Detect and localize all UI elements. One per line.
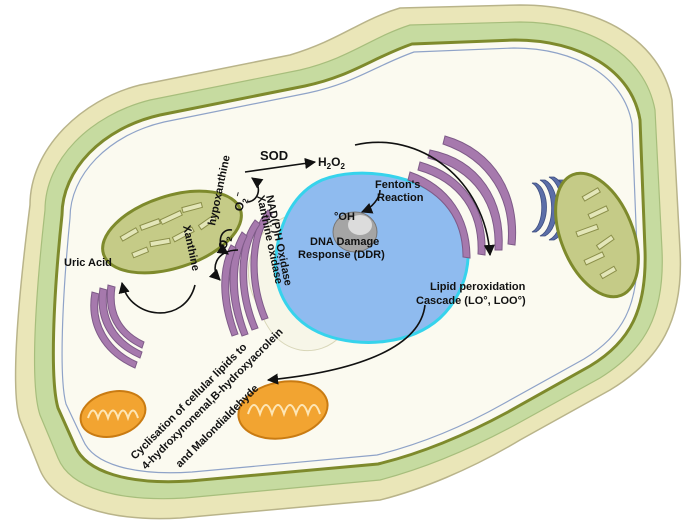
endoplasmic-reticulum-lower-left <box>90 284 145 369</box>
chloroplast-right <box>554 171 640 299</box>
mitochondrion-left <box>79 390 147 438</box>
sod-label: SOD <box>260 148 288 163</box>
lipid-label-line1: Lipid peroxidation <box>430 281 526 293</box>
chloroplast-left <box>101 189 243 275</box>
arrow-xanthine-to-uric-acid <box>118 281 196 314</box>
arrow-lipid-to-cyclisation <box>266 304 426 385</box>
endoplasmic-reticulum-left <box>221 209 273 337</box>
plasma-membrane-inner <box>61 47 638 474</box>
fenton-label-line2: Reaction <box>377 192 424 204</box>
arrow-o2-loop <box>216 229 233 255</box>
ddr-label-line1: DNA Damage <box>310 236 379 248</box>
hydroxyl-label: °OH <box>334 211 355 223</box>
fenton-label-line1: Fenton's <box>375 179 420 191</box>
h2o2-label: H2O2 <box>318 155 345 171</box>
ddr-label-line2: Response (DDR) <box>298 249 385 261</box>
arrow-o2-to-sod <box>244 157 317 173</box>
arrow-o2-cycle-left <box>208 249 239 281</box>
lipid-label-line2: Cascade (LO°, LOO°) <box>416 295 526 307</box>
superoxide-label: O2− <box>229 190 251 213</box>
arrow-fenton-to-oh <box>360 189 381 214</box>
uric-acid-label: Uric Acid <box>64 257 112 269</box>
arrow-o2-cycle-right <box>247 177 264 203</box>
nucleolus-highlight <box>348 215 372 235</box>
arrow-h2o2-over-nucleus <box>354 141 495 257</box>
oxygen-label: O2 <box>215 233 234 251</box>
